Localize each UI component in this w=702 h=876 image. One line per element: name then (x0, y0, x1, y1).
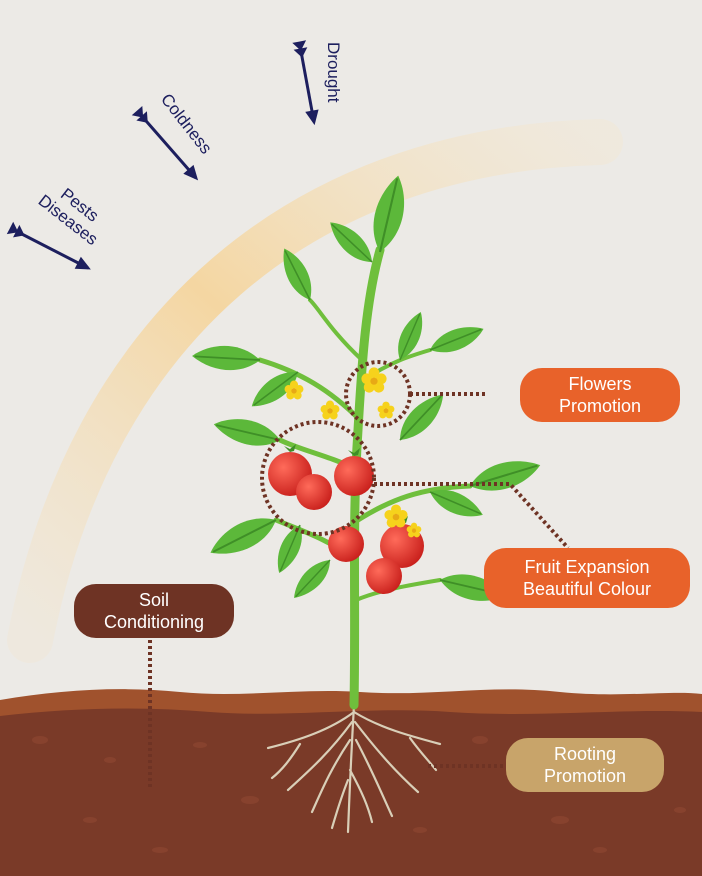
stress-label-drought: Drought (324, 42, 343, 103)
soil-conditioning-label: Soil Conditioning (74, 584, 234, 638)
fruit-highlight (260, 420, 376, 536)
plant-roots (266, 703, 442, 834)
rooting-promotion-label: Rooting Promotion (506, 738, 664, 792)
soil-pebbles (32, 736, 686, 853)
fruit-expansion-label: Fruit Expansion Beautiful Colour (484, 548, 690, 608)
pests-diseases-arrow (6, 221, 91, 270)
stress-arrows (6, 40, 319, 270)
fruit-leader (374, 482, 570, 550)
callout-markers (148, 360, 570, 788)
flowers-promotion-label: Flowers Promotion (520, 368, 680, 422)
drought-arrow (292, 40, 319, 126)
coldness-arrow (131, 106, 199, 181)
protection-arc (7, 119, 623, 663)
